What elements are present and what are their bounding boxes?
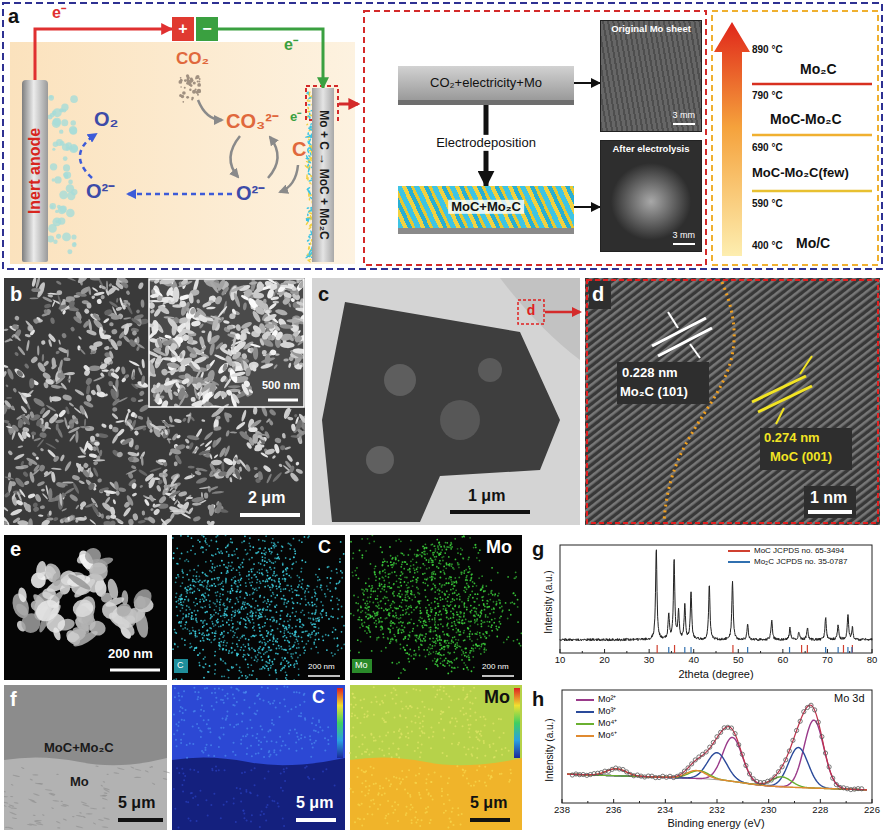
figure: Inert anodeMo + C → MoC + Mo₂C+−CO₂+elec… — [0, 0, 885, 835]
